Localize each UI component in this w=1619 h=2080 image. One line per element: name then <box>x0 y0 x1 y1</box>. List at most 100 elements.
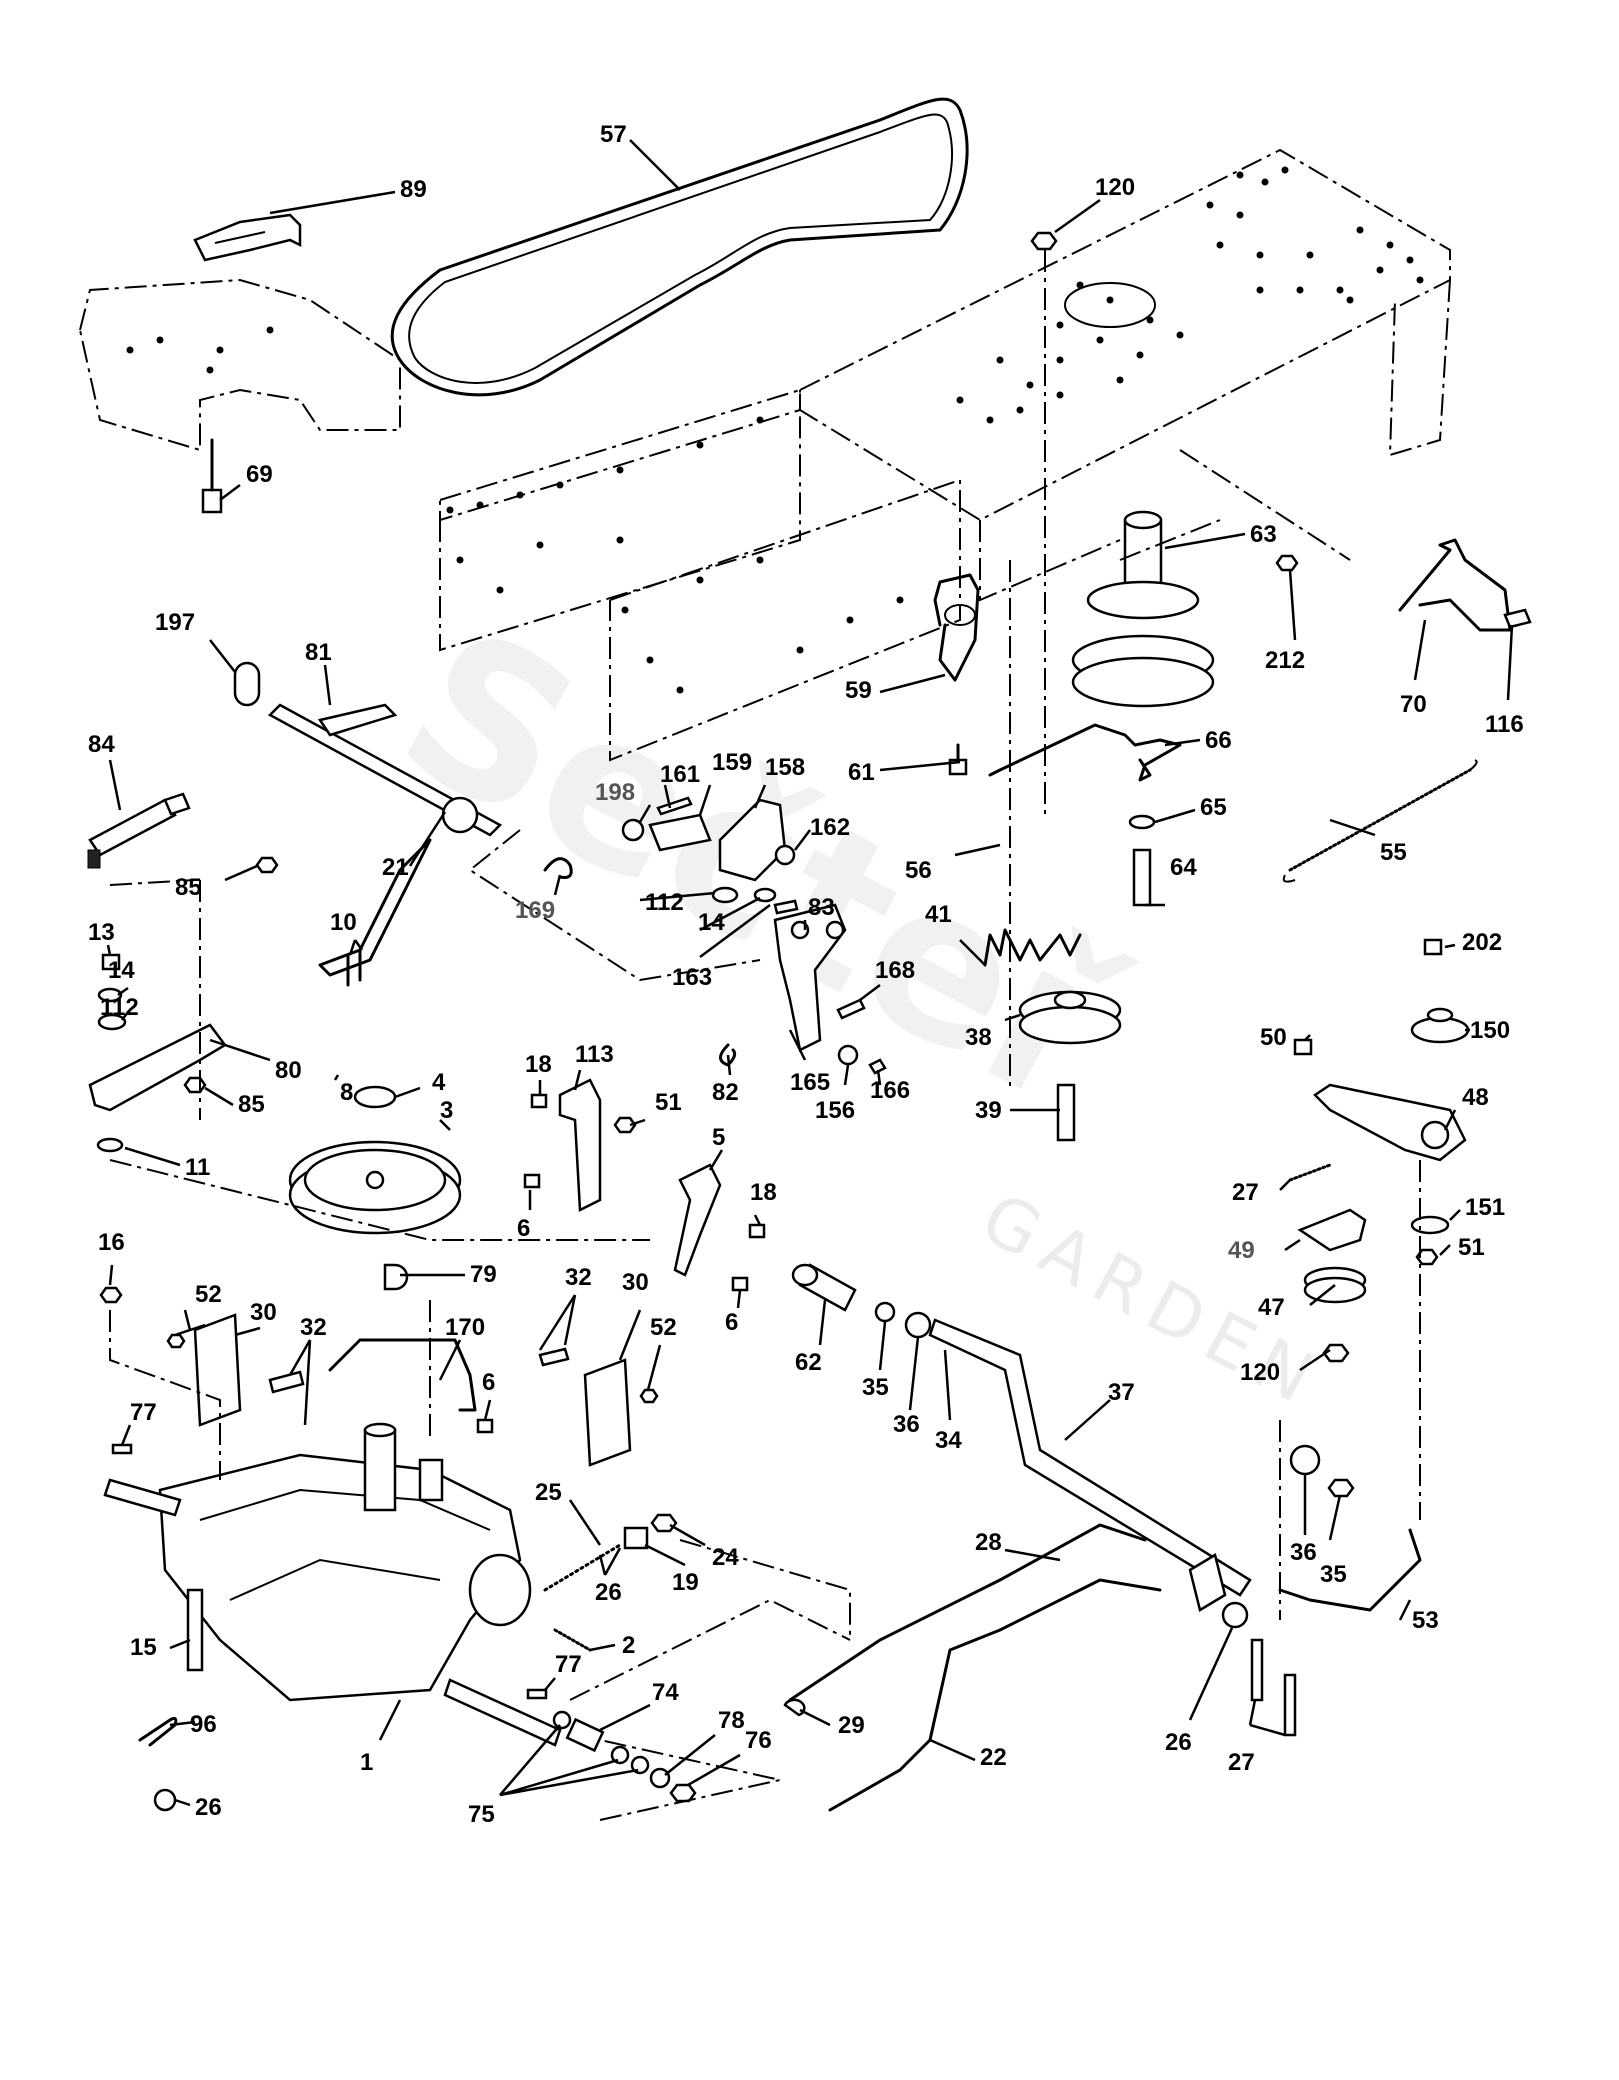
callout-66: 66 <box>1205 727 1232 754</box>
callout-75: 75 <box>468 1801 495 1828</box>
part-75-washer-a <box>552 1710 572 1730</box>
part-76-nut <box>669 1783 697 1803</box>
callout-57: 57 <box>600 121 627 148</box>
callout-96: 96 <box>190 1711 217 1738</box>
part-79-key <box>383 1263 409 1291</box>
part-169-clip <box>543 857 573 879</box>
part-53-rod <box>1278 1528 1422 1612</box>
callout-37: 37 <box>1108 1379 1135 1406</box>
part-35-nut-b <box>1327 1478 1355 1498</box>
part-65-washer <box>1128 814 1156 830</box>
callout-38: 38 <box>965 1024 992 1051</box>
callout-197: 197 <box>155 609 195 636</box>
callout-3: 3 <box>440 1097 453 1124</box>
frame-cutout <box>1064 282 1156 328</box>
callout-79: 79 <box>470 1261 497 1288</box>
part-51-nut-b <box>1415 1248 1439 1266</box>
callout-161: 161 <box>660 761 700 788</box>
callout-163: 163 <box>672 964 712 991</box>
callout-52: 52 <box>195 1281 222 1308</box>
part-48-arm <box>1313 1083 1467 1162</box>
callout-51-b: 51 <box>1458 1234 1485 1261</box>
part-66-spring <box>988 723 1182 782</box>
callout-112: 112 <box>645 889 684 916</box>
callout-26-c: 26 <box>195 1794 222 1821</box>
part-18-bolt-a <box>530 1093 548 1109</box>
part-14-washer-b <box>97 987 123 1003</box>
callout-116: 116 <box>1485 711 1524 738</box>
callout-170: 170 <box>445 1314 485 1341</box>
callout-21: 21 <box>382 854 409 881</box>
callout-36-b: 36 <box>1290 1539 1317 1566</box>
part-39-bolt <box>1056 1083 1076 1142</box>
callout-35-b: 35 <box>1320 1561 1347 1588</box>
callout-168: 168 <box>875 957 915 984</box>
callout-112-b: 112 <box>100 994 139 1021</box>
part-89-bracket <box>193 213 302 262</box>
part-85-nut-b <box>183 1076 207 1094</box>
part-22-rod <box>828 1578 1162 1812</box>
part-161-pin <box>656 796 693 816</box>
callout-22: 22 <box>980 1744 1007 1771</box>
callout-35: 35 <box>862 1374 889 1401</box>
callout-30-b: 30 <box>250 1299 277 1326</box>
callout-51: 51 <box>655 1089 682 1116</box>
callout-1: 1 <box>360 1749 373 1776</box>
part-156-washer <box>837 1044 859 1066</box>
assembly-guides <box>109 449 1421 1821</box>
callout-27-b: 27 <box>1228 1749 1255 1776</box>
callout-63: 63 <box>1250 521 1277 548</box>
callout-70: 70 <box>1400 691 1427 718</box>
callout-198: 198 <box>595 779 635 806</box>
callout-59: 59 <box>845 677 872 704</box>
part-32-bolt-a <box>268 1370 305 1394</box>
callout-6-c: 6 <box>482 1369 495 1396</box>
part-202-bolt <box>1423 938 1443 956</box>
callout-8: 8 <box>340 1079 353 1106</box>
callout-83: 83 <box>808 894 835 921</box>
callout-15: 15 <box>130 1634 157 1661</box>
callout-13: 13 <box>88 919 115 946</box>
callout-74: 74 <box>652 1679 679 1706</box>
callout-65: 65 <box>1200 794 1227 821</box>
callout-158: 158 <box>765 754 805 781</box>
callout-10: 10 <box>330 909 357 936</box>
callout-34: 34 <box>935 1427 962 1454</box>
callout-113: 113 <box>575 1041 614 1068</box>
frame-holes <box>126 166 1424 694</box>
callout-16: 16 <box>98 1229 125 1256</box>
part-13-bolt <box>101 953 121 971</box>
callout-62: 62 <box>795 1349 822 1376</box>
callout-81: 81 <box>305 639 332 666</box>
callout-159: 159 <box>712 749 752 776</box>
part-27-pin-a <box>1250 1638 1264 1702</box>
part-151-washer <box>1410 1215 1450 1235</box>
callout-165: 165 <box>790 1069 830 1096</box>
callout-27: 27 <box>1232 1179 1259 1206</box>
part-1-transaxle <box>103 1422 562 1747</box>
part-150-spacer <box>1410 1007 1470 1044</box>
callout-41: 41 <box>925 901 952 928</box>
part-212-nut <box>1275 554 1299 572</box>
part-29-bushing <box>783 1698 806 1717</box>
part-50-bolt <box>1293 1038 1313 1056</box>
part-163-bolt <box>773 899 799 915</box>
callout-49: 49 <box>1228 1237 1255 1264</box>
part-116-bolt <box>1503 608 1532 629</box>
part-51-nut-a <box>613 1116 637 1134</box>
part-11-washer <box>96 1137 124 1153</box>
part-166-screw <box>868 1058 887 1075</box>
callout-80: 80 <box>275 1057 302 1084</box>
callout-24: 24 <box>712 1544 739 1571</box>
part-15-bolt <box>186 1588 204 1672</box>
callout-18-b: 18 <box>750 1179 777 1206</box>
callout-50: 50 <box>1260 1024 1287 1051</box>
callout-19: 19 <box>672 1569 699 1596</box>
drive-belt <box>390 97 969 397</box>
part-81-shaft <box>267 703 503 837</box>
callout-28: 28 <box>975 1529 1002 1556</box>
part-27-spring-a <box>1288 1163 1332 1182</box>
part-34-rod <box>928 1318 1252 1597</box>
part-24-nut <box>650 1513 678 1533</box>
part-27-pin-b <box>1283 1673 1297 1737</box>
